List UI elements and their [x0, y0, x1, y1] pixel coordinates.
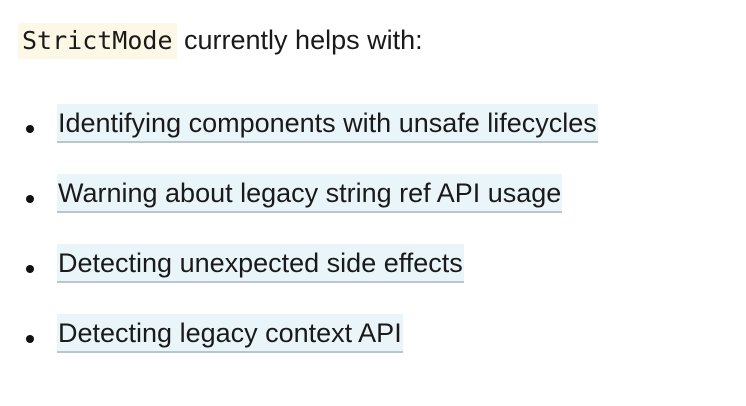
list-item-label: Detecting unexpected side effects: [57, 244, 464, 283]
list-item-label: Warning about legacy string ref API usag…: [57, 174, 563, 213]
intro-tail-text: currently helps with:: [176, 25, 423, 55]
list-item-label: Detecting legacy context API: [57, 314, 403, 353]
bullet-point-icon: [26, 195, 34, 203]
bullet-point-icon: [26, 335, 34, 343]
bullet-point-icon: [26, 125, 34, 133]
list-item: Warning about legacy string ref API usag…: [0, 174, 746, 244]
list-item: Detecting unexpected side effects: [0, 244, 746, 314]
strictmode-code-badge: StrictMode: [18, 23, 177, 59]
strictmode-feature-list: Identifying components with unsafe lifec…: [0, 104, 746, 384]
list-item: Identifying components with unsafe lifec…: [0, 104, 746, 174]
bullet-point-icon: [26, 265, 34, 273]
list-item: Detecting legacy context API: [0, 314, 746, 384]
list-item-label: Identifying components with unsafe lifec…: [57, 104, 598, 143]
intro-sentence: StrictMode currently helps with:: [18, 20, 423, 61]
